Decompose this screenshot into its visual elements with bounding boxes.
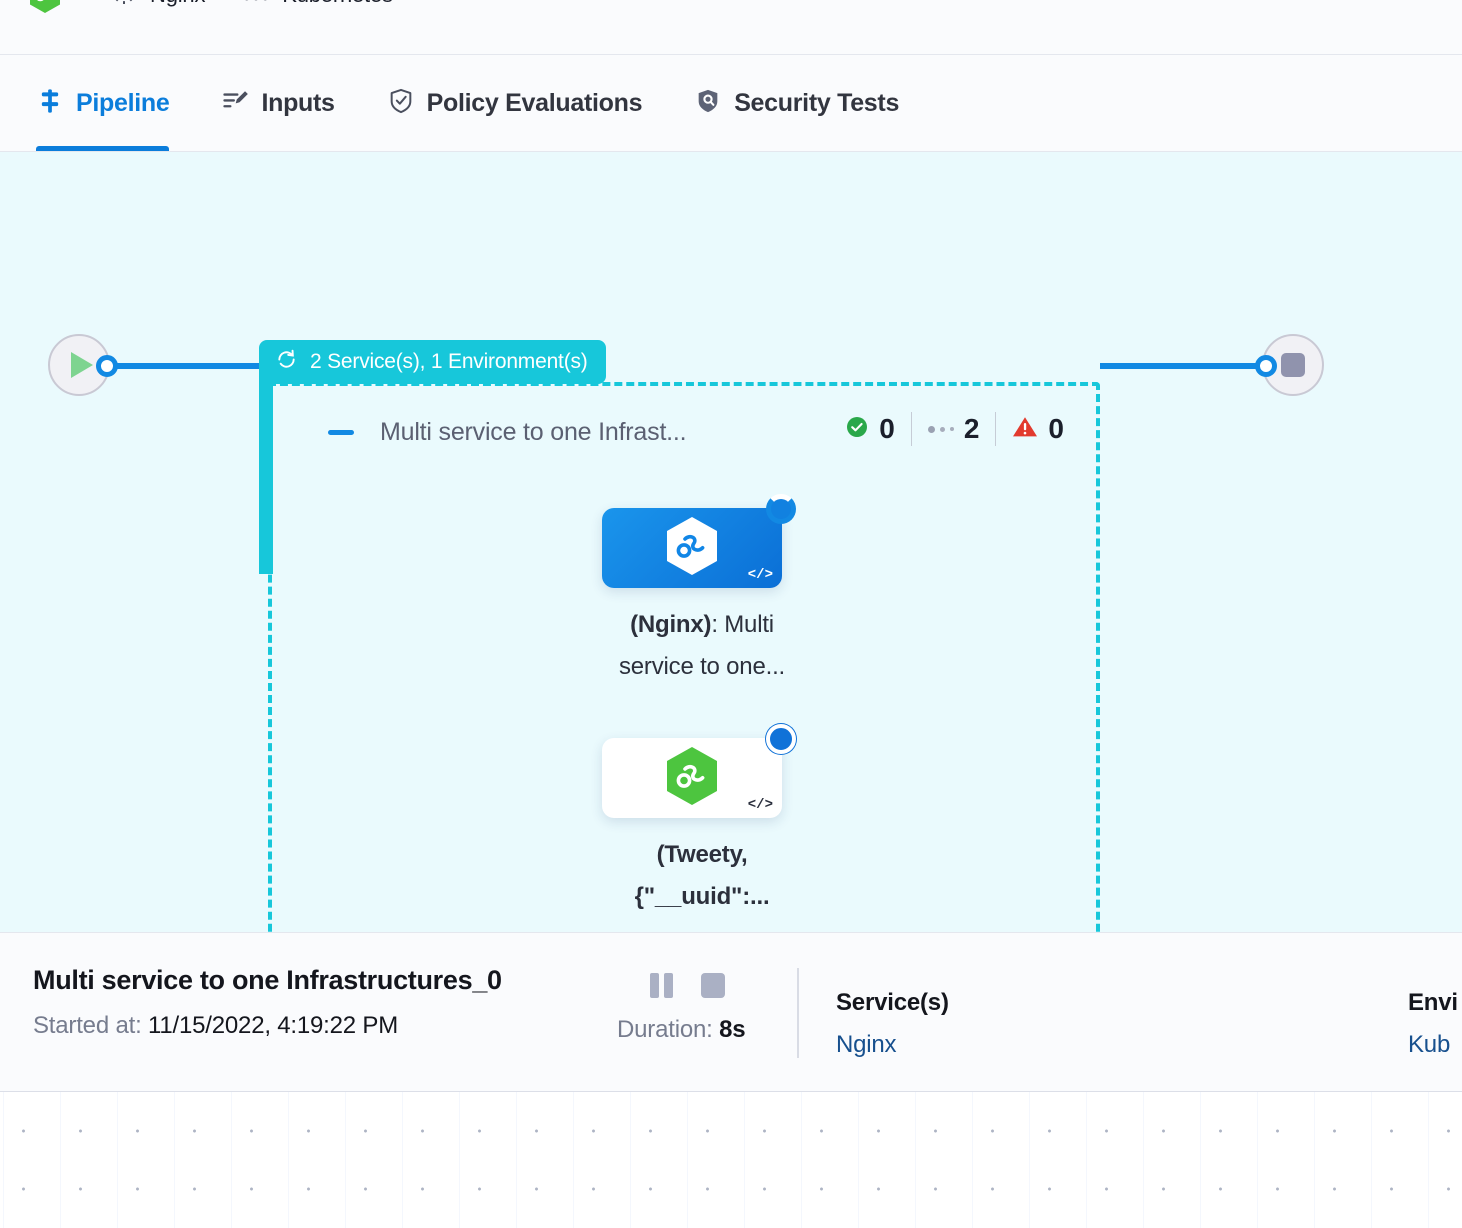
group-accent-bar: [259, 377, 273, 574]
counter-divider: [995, 412, 997, 446]
edge-start-to-group: [110, 363, 270, 369]
breadcrumb-item-environment-label: Kubernetes: [282, 0, 393, 8]
started-at: Started at: 11/15/2022, 4:19:22 PM: [33, 1012, 398, 1040]
end-node[interactable]: [1262, 334, 1324, 396]
pipeline-icon: [36, 87, 64, 120]
counter-error: 0: [996, 413, 1064, 445]
execution-controls: [650, 973, 725, 998]
stop-button[interactable]: [701, 973, 725, 998]
pause-button[interactable]: [650, 973, 673, 998]
breadcrumb: Nginx Kubernetes: [28, 0, 429, 14]
duration-value: 8s: [719, 1016, 746, 1043]
group-title: Multi service to one Infrast...: [380, 418, 687, 446]
inputs-icon: [221, 87, 249, 120]
gear-icon: [109, 0, 139, 13]
success-check-icon: [845, 415, 869, 444]
end-node-handle[interactable]: [1255, 355, 1277, 377]
tab-security-tests[interactable]: Security Tests: [694, 55, 923, 151]
error-warning-icon: [1012, 415, 1038, 444]
group-badge-label: 2 Service(s), 1 Environment(s): [310, 350, 588, 373]
group-header: Multi service to one Infrast...: [328, 418, 1072, 447]
tab-policy-evaluations-label: Policy Evaluations: [426, 88, 643, 117]
breadcrumb-item-service[interactable]: Nginx: [109, 0, 205, 13]
services-value[interactable]: Nginx: [836, 1031, 897, 1058]
tab-inputs[interactable]: Inputs: [221, 55, 358, 151]
shield-check-icon: [387, 87, 415, 120]
tab-bar: Pipeline Inputs Policy Evaluations: [0, 55, 1462, 152]
node-card[interactable]: </>: [602, 724, 796, 818]
pipeline-node-tweety[interactable]: </> (Tweety, {"__uuid":...: [602, 724, 802, 918]
environments-header: Envi: [1408, 989, 1458, 1016]
started-at-label: Started at:: [33, 1012, 142, 1039]
edge-group-to-end: [1100, 363, 1262, 369]
node-label-bold: (Tweety, {"__uuid":...: [634, 841, 770, 910]
node-label: (Tweety, {"__uuid":...: [602, 834, 802, 918]
stop-icon: [1281, 353, 1305, 377]
duration: Duration: 8s: [617, 1016, 746, 1044]
node-label: (Nginx): Multi service to one...: [602, 604, 802, 688]
node-status-spinner: [766, 724, 796, 754]
started-at-value: 11/15/2022, 4:19:22 PM: [148, 1012, 399, 1039]
tab-pipeline-label: Pipeline: [76, 88, 170, 117]
breadcrumb-item-project[interactable]: [28, 0, 73, 14]
service-hexagon-icon: [663, 745, 721, 812]
group-badge[interactable]: 2 Service(s), 1 Environment(s): [259, 340, 606, 384]
tab-inputs-label: Inputs: [261, 88, 335, 117]
services-column: Service(s) Nginx: [836, 989, 949, 1059]
counter-success: 0: [845, 413, 911, 445]
environments-value[interactable]: Kub: [1408, 1031, 1451, 1058]
page-title: Multi service to one Infrastructures_0: [33, 965, 502, 995]
services-header: Service(s): [836, 989, 949, 1016]
collapse-toggle-icon[interactable]: [328, 430, 354, 435]
node-label-rest: : Multi service to one...: [618, 611, 786, 680]
tab-pipeline[interactable]: Pipeline: [36, 55, 193, 151]
counter-success-value: 0: [879, 413, 895, 444]
node-label-bold: (Nginx): [630, 611, 712, 638]
node-status-spinner: [766, 494, 796, 524]
start-node-handle[interactable]: [96, 355, 118, 377]
counter-error-value: 0: [1048, 413, 1064, 444]
pipeline-canvas[interactable]: 2 Service(s), 1 Environment(s) Multi ser…: [0, 152, 1462, 932]
tab-policy-evaluations[interactable]: Policy Evaluations: [387, 55, 667, 151]
canvas-dot-grid: [0, 1092, 1462, 1228]
duration-label: Duration:: [617, 1016, 713, 1043]
counter-running-value: 2: [963, 413, 980, 444]
tab-security-tests-label: Security Tests: [734, 88, 900, 117]
node-card[interactable]: </>: [602, 494, 796, 588]
shield-scan-icon: [694, 87, 722, 120]
detail-divider: [797, 968, 799, 1058]
code-badge: </>: [747, 567, 773, 583]
pipeline-node-nginx[interactable]: </> (Nginx): Multi service to one...: [602, 494, 802, 688]
code-badge: </>: [747, 797, 773, 813]
service-hexagon-icon: [663, 515, 721, 582]
loop-repeat-icon: [275, 348, 298, 377]
harness-hexagon-logo-icon: [28, 0, 62, 14]
execution-detail-bar: Multi service to one Infrastructures_0 S…: [0, 932, 1462, 1092]
running-dots-icon: [927, 425, 954, 433]
breadcrumb-item-environment[interactable]: Kubernetes: [241, 0, 393, 13]
play-icon: [71, 352, 93, 378]
environments-column: Envi Kub: [1408, 989, 1458, 1059]
counter-divider: [910, 412, 912, 446]
breadcrumb-bar: Nginx Kubernetes: [0, 0, 1462, 55]
stage-group-box[interactable]: Multi service to one Infrast... 0 2: [268, 382, 1100, 932]
kubernetes-nodes-icon: [241, 0, 271, 13]
group-status-counters: 0 2 0: [845, 412, 1064, 446]
counter-running: 2: [912, 413, 996, 445]
breadcrumb-item-service-label: Nginx: [150, 0, 205, 8]
